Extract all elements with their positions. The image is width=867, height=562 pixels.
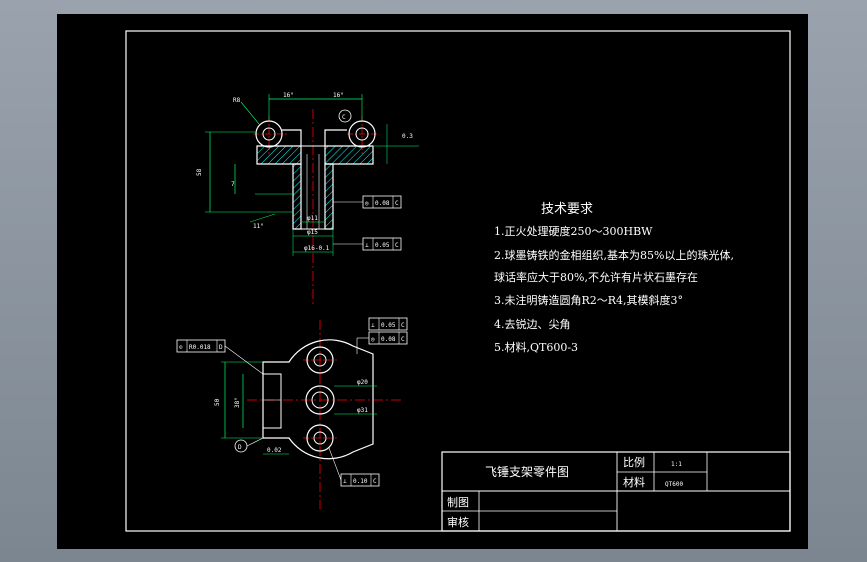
dim-left-angle: 11° <box>253 223 264 230</box>
plan-callout-bottom: ⊥ 0.10 C <box>328 447 380 487</box>
svg-text:0.08: 0.08 <box>381 336 396 343</box>
plan-outline <box>262 339 374 460</box>
plan-hole-top <box>306 346 334 374</box>
dim-left-small: 7 <box>231 181 235 188</box>
svg-text:C: C <box>373 478 377 485</box>
part-name: 飞锤支架零件图 <box>485 464 569 479</box>
drawing-canvas: 16° 16° R8 C 58 7 11° φ11 φ15 φ16-0.1 0.… <box>125 30 791 532</box>
svg-text:0.05: 0.05 <box>375 242 390 249</box>
svg-text:⊥: ⊥ <box>371 322 375 329</box>
svg-text:D: D <box>219 344 223 351</box>
section-view: 16° 16° R8 C 58 7 11° φ11 φ15 φ16-0.1 0.… <box>196 92 419 306</box>
scale-label: 比例 <box>623 455 645 469</box>
svg-text:C: C <box>401 336 405 343</box>
svg-text:R0.018: R0.018 <box>189 344 211 351</box>
title-block: 飞锤支架零件图 比例 1:1 材料 QT600 制图 审核 <box>441 451 791 532</box>
tech-requirements-title: 技术要求 <box>541 202 593 217</box>
scale-value: 1:1 <box>671 461 682 468</box>
plan-bore-center <box>305 385 335 415</box>
dim-top-left: 16° <box>283 92 294 99</box>
svg-text:◎: ◎ <box>365 200 369 207</box>
plan-callout-left: ⊙ R0.018 D <box>176 339 264 375</box>
dim-top-right: 16° <box>333 92 344 99</box>
plan-dim-angle: 38° <box>234 397 241 408</box>
tech-req-2: 2.球墨铸铁的金相组织,基本为85%以上的珠光体, <box>494 248 734 262</box>
tech-requirements: 技术要求 1.正火处理硬度250～300HBW 2.球墨铸铁的金相组织,基本为8… <box>494 202 734 354</box>
plan-view: 50 38° D 0.02 φ20 φ31 ⊥ 0.05 C ◎ 0.08 <box>176 317 408 509</box>
svg-text:C: C <box>395 200 399 207</box>
svg-text:◎: ◎ <box>371 336 375 343</box>
checked-label: 审核 <box>447 515 469 529</box>
plan-hole-bottom <box>306 424 334 452</box>
svg-text:0.05: 0.05 <box>381 322 396 329</box>
plan-callout-runout: ◎ 0.08 C <box>356 331 408 354</box>
tech-req-5: 5.材料,QT600-3 <box>494 340 578 354</box>
callout-runout: ◎ 0.08 C <box>333 195 402 209</box>
svg-text:C: C <box>395 242 399 249</box>
tech-req-4: 4.去锐边、尖角 <box>494 317 571 331</box>
svg-text:⊥: ⊥ <box>365 242 369 249</box>
svg-text:⊥: ⊥ <box>343 478 347 485</box>
datum-c-label: C <box>342 114 346 121</box>
bore-dim-1: φ11 <box>307 215 318 222</box>
svg-text:⊙: ⊙ <box>179 344 183 351</box>
svg-text:0.08: 0.08 <box>375 200 390 207</box>
tech-req-1: 1.正火处理硬度250～300HBW <box>494 224 653 238</box>
dim-left-height: 58 <box>196 168 203 176</box>
material-value: QT600 <box>665 481 683 488</box>
datum-d-label: D <box>238 444 242 451</box>
bore-dim-3: φ16-0.1 <box>304 245 330 252</box>
plan-label-phi20: φ20 <box>357 379 368 386</box>
radius-label: R8 <box>233 97 241 104</box>
right-lug-hole <box>355 127 369 141</box>
bore-dim-2: φ15 <box>307 229 318 236</box>
plan-callout-perp: ⊥ 0.05 C <box>368 317 408 331</box>
plan-dim-bottom: 0.02 <box>267 447 282 454</box>
cad-viewport[interactable]: 16° 16° R8 C 58 7 11° φ11 φ15 φ16-0.1 0.… <box>57 14 808 549</box>
svg-text:0.10: 0.10 <box>353 478 368 485</box>
left-lug-hole <box>262 127 276 141</box>
tech-req-3: 3.未注明铸造圆角R2～R4,其模斜度3° <box>494 293 683 307</box>
tol-right: 0.3 <box>402 133 413 140</box>
svg-text:C: C <box>401 322 405 329</box>
datum-c-bubble <box>338 109 352 123</box>
callout-perpendicularity: ⊥ 0.05 C <box>333 237 402 251</box>
plan-dim-height: 50 <box>214 398 221 406</box>
plan-label-phi31: φ31 <box>357 407 368 414</box>
drawn-label: 制图 <box>447 496 469 509</box>
material-label: 材料 <box>623 475 645 489</box>
flange-section <box>256 145 374 165</box>
tech-req-2b: 球话率应大于80%,不允许有片状石墨存在 <box>494 270 698 284</box>
